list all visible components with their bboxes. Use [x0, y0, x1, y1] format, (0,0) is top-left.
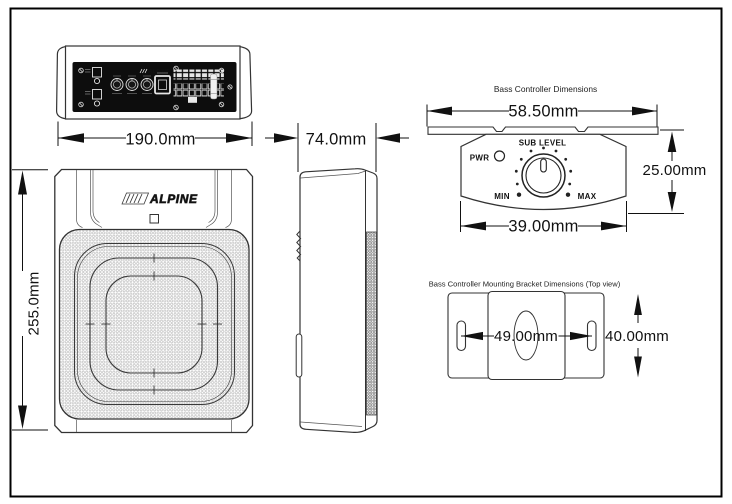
side-top-edge	[300, 170, 366, 179]
controller-section: Bass Controller Dimensions 58.50mm PWR S…	[426, 84, 707, 236]
pwr-label: PWR	[470, 153, 490, 162]
amp-terminal-tab	[188, 96, 197, 103]
dim-controller-height-label: 25.00mm	[643, 162, 707, 179]
top-view-left-edge	[55, 45, 67, 120]
max-label: MAX	[578, 192, 597, 201]
front-shoulder-lines	[76, 170, 232, 432]
bracket-section: Bass Controller Mounting Bracket Dimensi…	[429, 279, 669, 381]
dim-height-label: 255.0mm	[26, 272, 43, 336]
knob-tick-dots	[514, 146, 573, 197]
bracket-ellipse	[513, 310, 539, 361]
controller-flange	[427, 126, 659, 135]
dim-controller-height: 25.00mm	[628, 129, 707, 214]
dim-depth: 74.0mm	[265, 123, 409, 172]
side-bottom-edge	[300, 421, 363, 427]
controller-title: Bass Controller Dimensions	[494, 84, 597, 94]
dim-bracket-depth: 40.00mm	[605, 294, 669, 378]
dim-top-width-label: 190.0mm	[125, 131, 195, 149]
amp-switches	[85, 67, 102, 107]
side-view	[295, 168, 378, 433]
top-view: ALPINE	[55, 45, 253, 120]
amp-panel: ALPINE	[72, 62, 237, 112]
dim-slot-span-label: 49.00mm	[494, 328, 558, 345]
top-view-right-edge	[238, 45, 253, 120]
volume-knob[interactable]	[521, 153, 566, 198]
front-alpine-logo-text: ALPINE	[149, 192, 198, 206]
amp-knobs	[110, 75, 154, 94]
side-slot	[295, 333, 303, 378]
side-vents	[296, 230, 302, 262]
dim-height: 255.0mm	[12, 169, 48, 431]
dim-depth-label: 74.0mm	[306, 131, 367, 149]
grille-tick-marks	[85, 253, 222, 395]
knob-indicator	[540, 158, 547, 173]
amp-connector	[154, 72, 171, 95]
speaker-grille	[58, 228, 250, 420]
dim-flange-width-label: 58.50mm	[508, 103, 578, 121]
dim-bracket-depth-label: 40.00mm	[605, 328, 669, 345]
side-body	[299, 168, 378, 433]
dim-flange-width: 58.50mm	[426, 103, 658, 127]
amp-alpine-logo: ALPINE	[139, 68, 171, 75]
pwr-led	[493, 150, 506, 162]
front-view: ALPINE	[54, 168, 254, 434]
dim-top-width: 190.0mm	[57, 121, 253, 149]
dim-body-width-label: 39.00mm	[508, 218, 578, 236]
bracket-title: Bass Controller Mounting Bracket Dimensi…	[429, 279, 621, 288]
min-label: MIN	[494, 192, 510, 201]
front-alpine-logo: ALPINE	[121, 192, 198, 206]
side-grille-strip	[366, 231, 377, 416]
dim-body-width: 39.00mm	[460, 201, 627, 236]
front-port-square	[149, 214, 159, 224]
dim-slot-span: 49.00mm	[461, 328, 592, 345]
amp-alpine-logo-text: ALPINE	[148, 69, 171, 75]
sub-level-label: SUB LEVEL	[519, 138, 567, 147]
amp-fuse	[210, 73, 218, 100]
